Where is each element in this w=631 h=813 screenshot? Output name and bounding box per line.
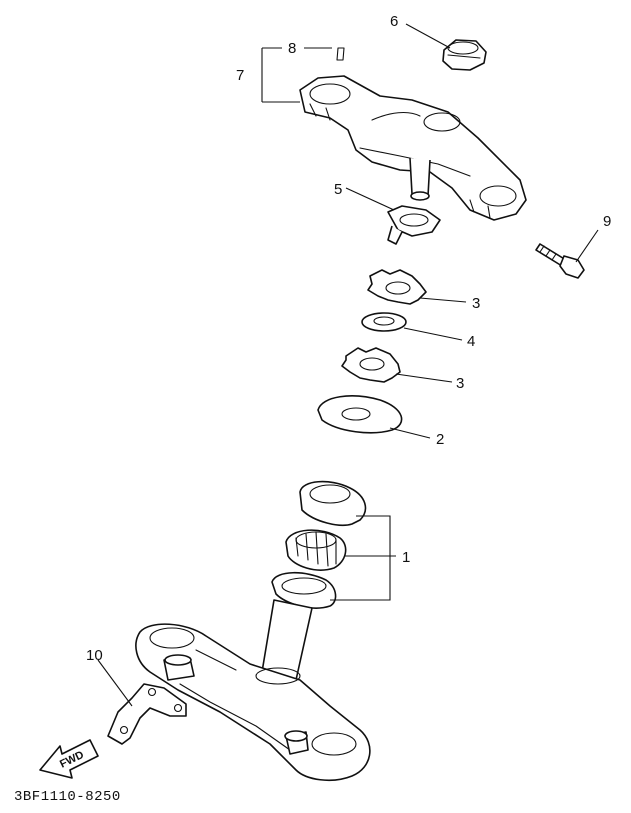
callout-3-lower: 3 xyxy=(456,375,464,392)
callout-8: 8 xyxy=(288,40,296,57)
bearing-upper-race xyxy=(299,480,367,526)
callout-4: 4 xyxy=(467,333,475,350)
callout-3-upper: 3 xyxy=(472,295,480,312)
bearing-cone xyxy=(285,529,347,571)
ring-nut-upper xyxy=(367,269,427,305)
part-code: 3BF1110-8250 xyxy=(14,789,121,805)
stay-bracket xyxy=(107,683,187,745)
callout-6: 6 xyxy=(390,13,398,30)
dust-seal xyxy=(317,395,403,434)
leader-lines xyxy=(97,23,599,707)
callout-2: 2 xyxy=(436,431,444,448)
lock-washer xyxy=(387,205,441,245)
callouts: 6 8 7 5 9 3 4 3 2 1 10 xyxy=(86,13,611,664)
upper-bracket xyxy=(299,47,527,221)
forward-arrow-icon: FWD xyxy=(39,739,99,779)
thin-washer xyxy=(361,312,407,332)
pinch-bolt xyxy=(535,243,585,279)
callout-9: 9 xyxy=(603,213,611,230)
lower-bracket xyxy=(135,599,371,782)
callout-10: 10 xyxy=(86,647,103,664)
callout-1: 1 xyxy=(402,549,410,566)
callout-7: 7 xyxy=(236,67,244,84)
cap-nut xyxy=(442,39,487,71)
ring-nut-lower xyxy=(341,347,401,383)
callout-5: 5 xyxy=(334,181,342,198)
